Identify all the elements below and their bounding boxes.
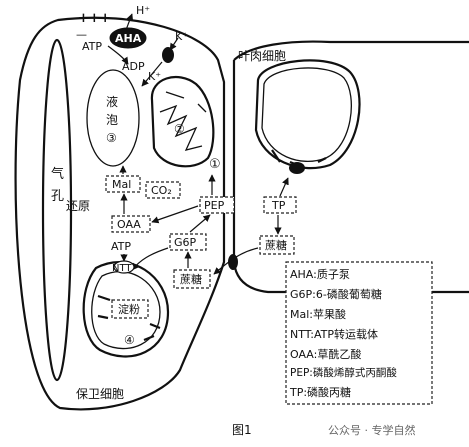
vacuole xyxy=(86,69,140,167)
k-out-label: K⁺ xyxy=(175,30,188,43)
co2-text: CO₂ xyxy=(151,184,172,197)
adp-label: ADP xyxy=(122,60,145,73)
tp-text: TP xyxy=(271,199,286,212)
mito-number: ② xyxy=(174,122,185,136)
charges-text: +++ xyxy=(78,11,111,26)
h-ion-label: H⁺ xyxy=(136,4,150,17)
legend-item: PEP:磷酸烯醇式丙酮酸 xyxy=(290,366,397,379)
g6p-text: G6P xyxy=(174,236,197,249)
minus-text: — xyxy=(76,28,87,41)
legend-item: OAA:草酰乙酸 xyxy=(290,347,361,361)
figure-caption: 图1 xyxy=(232,423,252,437)
stoma-label-1: 气 xyxy=(51,166,64,182)
starch-number: ④ xyxy=(124,333,135,347)
sucrose-meso-text: 蔗糖 xyxy=(265,238,287,252)
guard-cell-wall xyxy=(14,16,226,411)
sucrose-transporter xyxy=(228,254,238,270)
legend-item: AHA:质子泵 xyxy=(290,268,350,281)
atp-label: ATP xyxy=(82,40,102,53)
aha-label: AHA xyxy=(115,32,142,45)
vacuole-label-2: 泡 xyxy=(106,113,118,127)
guard-chloroplast xyxy=(82,261,170,358)
mal-box xyxy=(105,175,141,193)
starch-box xyxy=(111,299,149,319)
ntt-label: NTT xyxy=(112,263,132,274)
sucrose-guard-box xyxy=(173,269,211,289)
chloroplast-transporter xyxy=(289,162,305,174)
legend-item: NTT:ATP转运载体 xyxy=(290,327,378,341)
mal-text: Mal xyxy=(112,178,131,191)
mesophyll-chloroplast xyxy=(254,59,361,174)
g6p-box xyxy=(169,233,207,251)
legend-item: TP:磷酸丙糖 xyxy=(289,385,351,399)
vacuole-number: ③ xyxy=(106,131,117,145)
guard-cell-label: 保卫细胞 xyxy=(76,387,124,401)
tp-box xyxy=(263,196,297,214)
mesophyll-label: 叶肉细胞 xyxy=(238,49,286,63)
co2-box xyxy=(145,181,181,199)
legend-box xyxy=(285,261,433,405)
sucrose-guard-text: 蔗糖 xyxy=(180,272,202,286)
oaa-text: OAA xyxy=(117,218,141,231)
oaa-box xyxy=(111,215,151,233)
mitochondrion xyxy=(150,75,215,168)
atp2-label: ATP xyxy=(111,240,131,253)
reduction-label: 还原 xyxy=(66,199,90,213)
k-in-label: K⁺ xyxy=(148,70,161,83)
pep-box xyxy=(199,196,235,214)
watermark: 公众号 · 专学自然 xyxy=(328,423,416,437)
starch-text: 淀粉 xyxy=(118,302,140,316)
aha-pump xyxy=(109,27,147,49)
path-number: ① xyxy=(209,157,221,172)
pep-text: PEP xyxy=(204,199,225,212)
stoma-pore xyxy=(41,38,73,382)
sucrose-meso-box xyxy=(259,235,295,255)
k-channel xyxy=(162,47,174,63)
vacuole-label-1: 液 xyxy=(106,94,118,109)
stoma-label-2: 孔 xyxy=(51,189,64,204)
legend-item: G6P:6-磷酸葡萄糖 xyxy=(290,287,382,301)
legend-item: Mal:苹果酸 xyxy=(290,307,346,321)
